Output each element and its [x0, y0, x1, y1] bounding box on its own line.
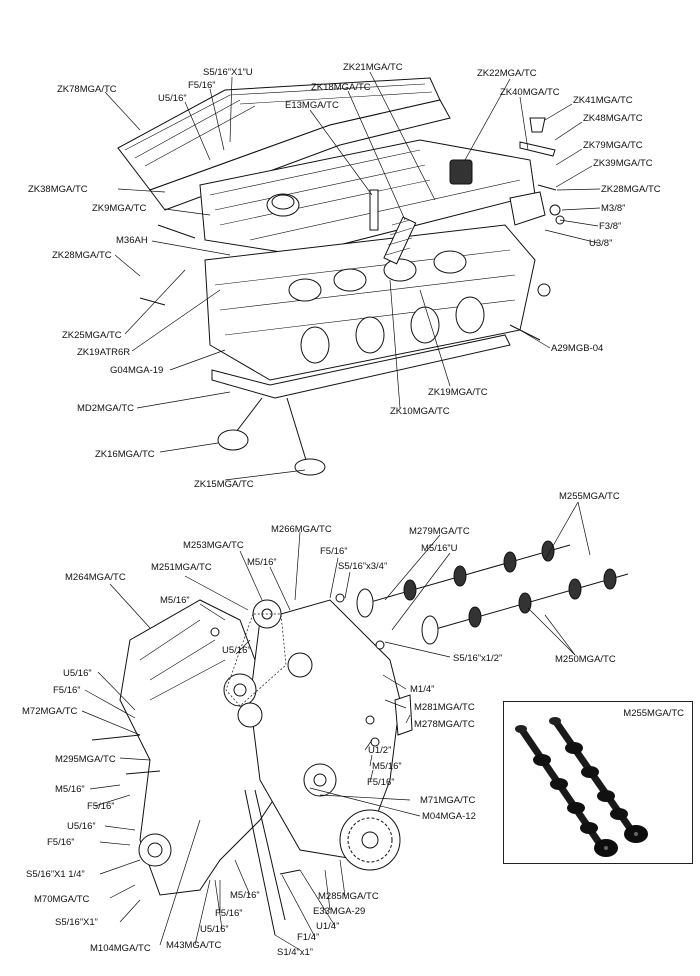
label-zk22: ZK22MGA/TC	[477, 68, 537, 79]
label-s516x1u: S5/16”X1”U	[203, 67, 253, 78]
label-u14: U1/4”	[316, 921, 339, 932]
label-m04: M04MGA-12	[422, 811, 476, 822]
top-labels: ZK78MGA/TC S5/16”X1”U F5/16” U5/16” ZK21…	[28, 62, 661, 490]
label-f516-g: F5/16”	[215, 908, 242, 919]
label-m278: M278MGA/TC	[414, 719, 475, 730]
label-zk38: ZK38MGA/TC	[28, 184, 88, 195]
label-m14: M1/4”	[410, 684, 434, 695]
label-e13: E13MGA/TC	[285, 100, 339, 111]
label-f516-b: F5/16”	[320, 546, 347, 557]
label-zk19atr: ZK19ATR6R	[77, 347, 130, 358]
label-m516u: M5/16”U	[421, 543, 458, 554]
label-m70: M70MGA/TC	[34, 894, 90, 905]
label-e33: E33MGA-29	[313, 906, 365, 917]
label-m43: M43MGA/TC	[166, 940, 222, 951]
timing-assembly	[91, 540, 629, 936]
label-zk28-right: ZK28MGA/TC	[601, 184, 661, 195]
label-f516: F5/16”	[188, 80, 215, 91]
label-a29: A29MGB-04	[551, 343, 603, 354]
label-u516-c: U5/16”	[63, 668, 92, 679]
label-m72: M72MGA/TC	[22, 706, 78, 717]
label-zk28-left: ZK28MGA/TC	[52, 250, 112, 261]
label-zk79: ZK79MGA/TC	[583, 140, 643, 151]
label-zk78: ZK78MGA/TC	[57, 84, 117, 95]
label-zk16: ZK16MGA/TC	[95, 449, 155, 460]
label-f14: F1/4”	[297, 932, 319, 943]
label-f516-d: F5/16”	[367, 777, 394, 788]
label-zk9: ZK9MGA/TC	[92, 203, 147, 214]
label-zk40: ZK40MGA/TC	[500, 87, 560, 98]
label-zk41: ZK41MGA/TC	[573, 95, 633, 106]
label-m38: M3/8”	[601, 203, 625, 214]
photo-camshaft-right	[549, 717, 648, 843]
label-m104: M104MGA/TC	[90, 943, 151, 954]
label-s516x34: S5/16”x3/4”	[338, 561, 387, 572]
photo-camshaft-left	[515, 725, 618, 857]
label-f516-c: F5/16”	[53, 685, 80, 696]
leader-lines	[81, 71, 601, 951]
label-m255: M255MGA/TC	[559, 491, 620, 502]
label-m251: M251MGA/TC	[151, 562, 212, 573]
label-zk10: ZK10MGA/TC	[390, 406, 450, 417]
label-zk48: ZK48MGA/TC	[583, 113, 643, 124]
label-g04: G04MGA-19	[110, 365, 163, 376]
label-u516: U5/16”	[158, 93, 187, 104]
label-s516x12: S5/16”x1/2”	[453, 653, 502, 664]
camshaft-photo	[515, 717, 648, 857]
label-zk15: ZK15MGA/TC	[194, 479, 254, 490]
label-m36ah: M36AH	[116, 235, 148, 246]
label-md2: MD2MGA/TC	[77, 403, 134, 414]
label-m281: M281MGA/TC	[414, 702, 475, 713]
label-m516-b: M5/16”	[160, 595, 190, 606]
label-u12: U1/2”	[368, 745, 391, 756]
label-s14x1: S1/4”x1”	[277, 947, 313, 958]
label-m250: M250MGA/TC	[555, 654, 616, 665]
label-m279: M279MGA/TC	[409, 526, 470, 537]
label-m516-a: M5/16”	[247, 557, 277, 568]
camshaft-upper	[356, 540, 571, 618]
label-m295: M295MGA/TC	[55, 754, 116, 765]
label-f516-e: F5/16”	[87, 801, 114, 812]
label-u516-b: U5/16”	[222, 645, 251, 656]
label-m264: M264MGA/TC	[65, 572, 126, 583]
label-u516-d: U5/16”	[67, 821, 96, 832]
label-zk18: ZK18MGA/TC	[311, 82, 371, 93]
label-f516-f: F5/16”	[47, 837, 74, 848]
label-m516-e: M5/16”	[230, 890, 260, 901]
label-u38: U3/8”	[589, 238, 612, 249]
bottom-labels: M255MGA/TC M266MGA/TC M279MGA/TC M253MGA…	[22, 491, 620, 958]
label-m266: M266MGA/TC	[271, 524, 332, 535]
camshaft-photo-inset: M255MGA/TC	[503, 701, 693, 864]
label-u516-e: U5/16”	[200, 924, 229, 935]
label-m285: M285MGA/TC	[318, 891, 379, 902]
label-s516x114: S5/16”X1 1/4”	[26, 869, 85, 880]
camshaft-lower	[421, 568, 629, 645]
cylinder-head-assembly	[117, 77, 565, 476]
label-zk19: ZK19MGA/TC	[428, 387, 488, 398]
label-zk21: ZK21MGA/TC	[343, 62, 403, 73]
label-m516-d: M5/16”	[55, 784, 85, 795]
inset-title: M255MGA/TC	[623, 708, 684, 719]
label-m516-c: M5/16”	[372, 761, 402, 772]
label-m71: M71MGA/TC	[420, 795, 476, 806]
label-zk39: ZK39MGA/TC	[593, 158, 653, 169]
label-f38: F3/8”	[599, 221, 621, 232]
label-s516x1: S5/16”X1”	[55, 917, 98, 928]
label-m253: M253MGA/TC	[183, 540, 244, 551]
label-zk25: ZK25MGA/TC	[62, 330, 122, 341]
